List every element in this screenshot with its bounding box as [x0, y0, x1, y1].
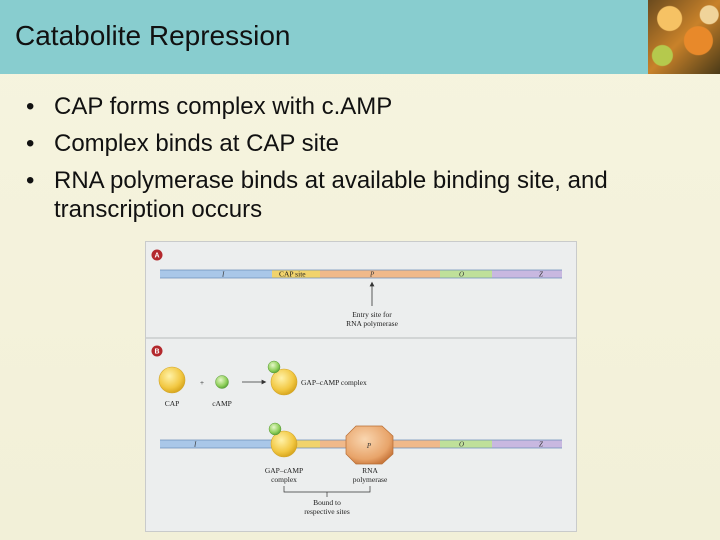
bullet-text: RNA polymerase binds at available bindin…: [54, 167, 608, 223]
segment-p: [320, 270, 440, 278]
bound-camp: [268, 422, 282, 436]
entry-label-line1: Entry site for: [352, 310, 392, 319]
camp-molecule: [215, 375, 229, 389]
bound-complex-label-line2: complex: [271, 475, 297, 484]
segment-label-z: Z: [539, 441, 543, 449]
slide-title: Catabolite Repression: [15, 20, 291, 51]
bullet-dot: •: [26, 167, 35, 194]
segment-label-i: I: [193, 441, 197, 449]
segment-o: [440, 270, 492, 278]
bullet-text: Complex binds at CAP site: [54, 130, 340, 157]
rnap-label-line1: RNA: [362, 466, 378, 475]
plus-sign: +: [200, 378, 204, 387]
segment-cap-site: [272, 270, 320, 278]
title-bar: [0, 0, 720, 74]
segment-z: [492, 440, 562, 448]
bound-label-line2: respective sites: [304, 507, 350, 516]
segment-label-o: O: [459, 271, 464, 279]
panel-a-badge-label: A: [154, 253, 159, 260]
bound-label-line1: Bound to: [313, 498, 341, 507]
bullet-item: • Complex binds at CAP site: [26, 129, 716, 158]
bound-cap-complex: [270, 430, 298, 458]
operon-figure: A I CAP site P O Z Entry site for RNA po…: [145, 241, 577, 532]
segment-z: [492, 270, 562, 278]
bullet-dot: •: [26, 93, 35, 120]
operon-diagram: A I CAP site P O Z Entry site for RNA po…: [146, 249, 576, 516]
entry-label-line2: RNA polymerase: [346, 319, 399, 328]
cap-protein: [158, 366, 186, 394]
complex-label: GAP–cAMP complex: [301, 378, 367, 387]
bullet-item: • RNA polymerase binds at available bindi…: [26, 166, 716, 224]
bound-complex-label-line1: GAP–cAMP: [265, 466, 303, 475]
bullet-item: • CAP forms complex with c.AMP: [26, 92, 716, 121]
camp-label: cAMP: [212, 399, 232, 408]
segment-i: [160, 440, 272, 448]
complex-camp: [267, 360, 281, 374]
corner-photo: [648, 0, 720, 74]
segment-label-cap-site: CAP site: [279, 270, 306, 279]
cap-label: CAP: [165, 399, 180, 408]
segment-label-i: I: [221, 271, 225, 279]
panel-a-badge: [151, 249, 163, 261]
cap-camp-complex: [270, 368, 298, 396]
segment-o: [440, 440, 492, 448]
segment-i: [160, 270, 272, 278]
panel-b-badge-label: B: [154, 349, 159, 356]
bullet-text: CAP forms complex with c.AMP: [54, 93, 393, 120]
bullet-list: • CAP forms complex with c.AMP • Complex b…: [26, 92, 716, 232]
segment-label-o: O: [459, 441, 464, 449]
segment-label-z: Z: [539, 271, 543, 279]
panel-b-badge: [151, 345, 163, 357]
segment-label-p: P: [369, 271, 375, 279]
rnap-label-line2: polymerase: [353, 475, 388, 484]
bullet-dot: •: [26, 130, 35, 157]
segment-label-p: P: [366, 442, 372, 450]
panel-b: B + CAP cAMP GAP–cAMP complex I O Z: [151, 345, 562, 516]
bound-bracket: [283, 486, 371, 493]
rna-polymerase: [345, 425, 394, 465]
panel-a: A I CAP site P O Z Entry site for RNA po…: [151, 249, 562, 328]
